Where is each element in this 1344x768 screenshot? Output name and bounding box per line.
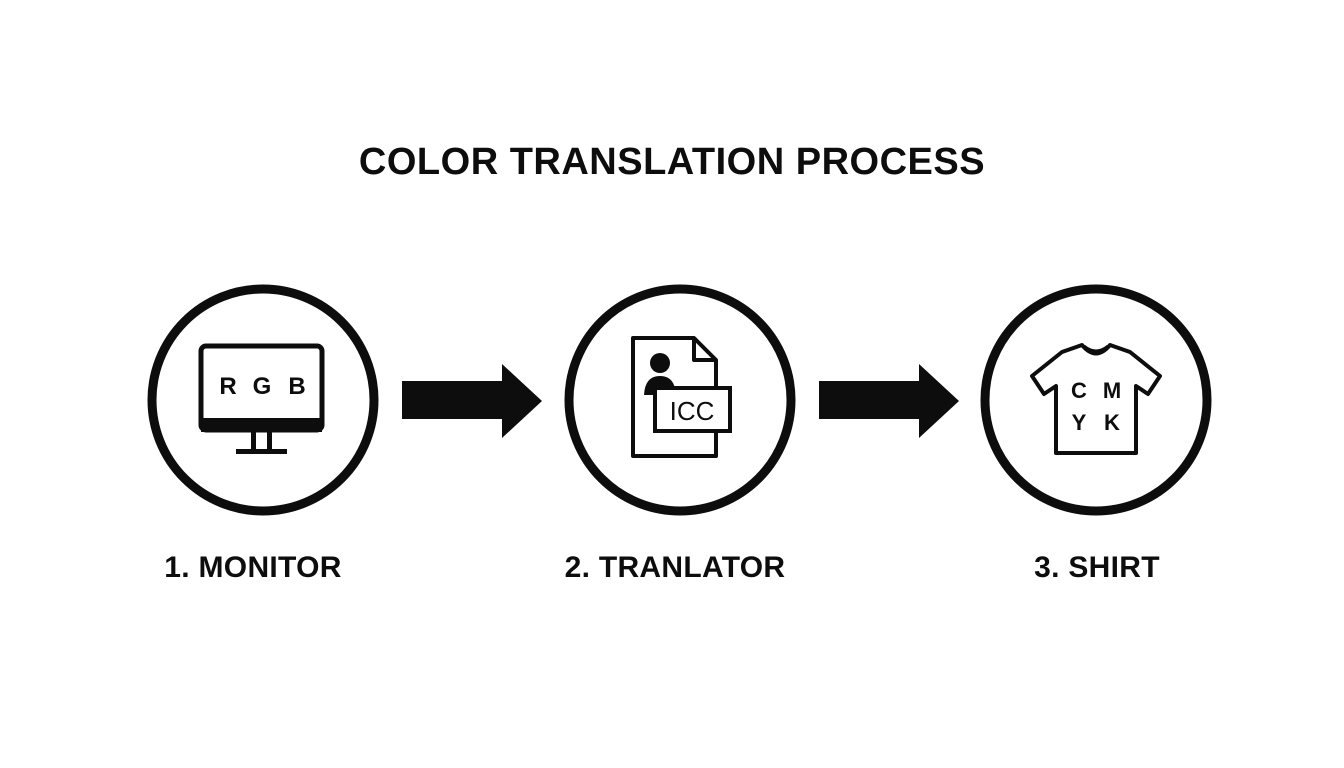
- step-1-node: R G B: [147, 284, 379, 516]
- arrow-right-icon: [819, 364, 959, 438]
- rgb-letter-r: R: [219, 373, 236, 400]
- rgb-letter-g: G: [253, 373, 272, 400]
- step-2-label: 2. TRANLATOR: [564, 551, 786, 584]
- step-2-node: ICC: [564, 284, 796, 516]
- step-2-circle: [564, 284, 796, 516]
- cmyk-letter-c: C: [1071, 378, 1087, 403]
- t-shirt-icon: [1030, 343, 1162, 455]
- rgb-letter-b: B: [288, 373, 305, 400]
- step-3-node: C M Y K: [980, 284, 1212, 516]
- icc-label-text: ICC: [670, 396, 715, 426]
- monitor-icon: [198, 343, 325, 454]
- step-3-label: 3. SHIRT: [1034, 551, 1160, 584]
- cmyk-letter-k: K: [1104, 410, 1120, 435]
- icc-profile-document-icon: [631, 336, 732, 458]
- arrow-right-icon: [402, 364, 542, 438]
- step-1-label: 1. MONITOR: [164, 551, 342, 584]
- step-1-circle: [147, 284, 379, 516]
- cmyk-letter-m: M: [1103, 378, 1121, 403]
- icc-label-box: [653, 386, 732, 433]
- cmyk-letter-y: Y: [1072, 410, 1087, 435]
- step-3-circle: [980, 284, 1212, 516]
- diagram-title: COLOR TRANSLATION PROCESS: [358, 141, 986, 183]
- person-head: [650, 353, 670, 373]
